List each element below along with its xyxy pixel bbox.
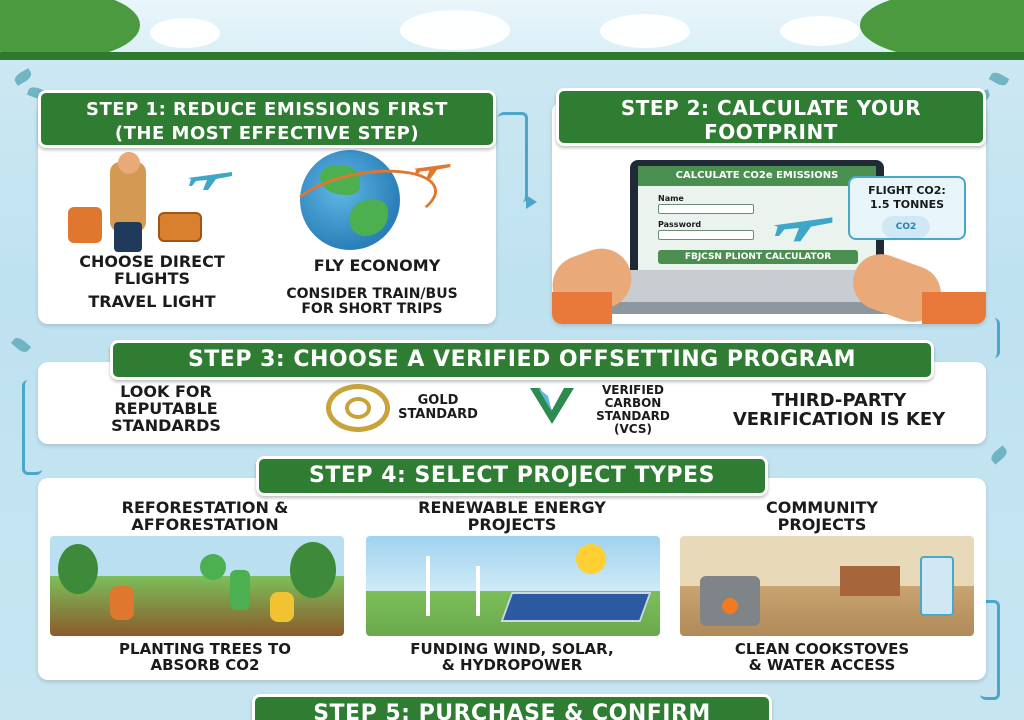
- password-label: Password: [658, 220, 702, 229]
- leaf-decor: [12, 68, 34, 86]
- name-field[interactable]: [658, 204, 754, 214]
- left-hill: [0, 0, 140, 60]
- flow-connector-2-3: [960, 318, 1000, 358]
- suitcase-icon: [68, 207, 102, 243]
- look-for-standards-label: LOOK FOR REPUTABLE STANDARDS: [111, 382, 221, 435]
- calculator-button[interactable]: FBJCSN PLIONT CALCULATOR: [658, 250, 858, 264]
- name-label: Name: [658, 194, 684, 203]
- step1-card: CHOOSE DIRECT FLIGHTS TRAVEL LIGHT FLY E…: [38, 102, 496, 324]
- cloud: [600, 14, 690, 48]
- renewable-energy-caption: FUNDING WIND, SOLAR, & HYDROPOWER: [410, 640, 614, 674]
- cloud: [150, 18, 220, 48]
- leaf-decor: [10, 335, 32, 355]
- step4-card: REFORESTATION & AFFORESTATION PLANTING T…: [38, 478, 986, 680]
- choose-direct-flights-label: CHOOSE DIRECT FLIGHTS: [79, 252, 225, 288]
- keyboard: [610, 270, 900, 302]
- laptop-base: [590, 300, 924, 314]
- flow-connector-1-2: [498, 112, 528, 202]
- community-caption: CLEAN COOKSTOVES & WATER ACCESS: [734, 640, 910, 674]
- airplane-icon: [413, 163, 451, 179]
- co2-cloud-icon: CO2: [882, 216, 930, 238]
- gold-standard-logo: [326, 384, 390, 432]
- leaf-decor: [988, 445, 1010, 465]
- suitcase-icon: [158, 212, 202, 242]
- password-field[interactable]: [658, 230, 754, 240]
- top-strip: [0, 52, 1024, 60]
- renewable-energy-title: RENEWABLE ENERGY PROJECTS: [418, 498, 606, 534]
- right-sleeve: [922, 292, 986, 324]
- step4-header: STEP 4: SELECT PROJECT TYPES: [256, 456, 768, 496]
- community-title: COMMUNITY PROJECTS: [765, 498, 879, 534]
- vcs-label: VERIFIED CARBON STANDARD (VCS): [596, 383, 670, 436]
- step2-header: STEP 2: CALCULATE YOUR FOOTPRINT: [556, 88, 986, 146]
- reforestation-scene: [50, 536, 344, 636]
- airplane-icon: [773, 217, 833, 242]
- reforestation-caption: PLANTING TREES TO ABSORB CO2: [119, 640, 291, 674]
- step1-header: STEP 1: REDUCE EMISSIONS FIRST (THE MOST…: [38, 90, 496, 148]
- screen-title: CALCULATE CO2e EMISSIONS: [638, 166, 876, 186]
- globe-icon: [300, 150, 400, 250]
- cloud: [400, 10, 510, 50]
- arrow-head: [526, 195, 537, 209]
- reforestation-title: REFORESTATION & AFFORESTATION: [121, 498, 289, 534]
- flow-connector-4-5: [980, 600, 1000, 700]
- third-party-verification-label: THIRD-PARTY VERIFICATION IS KEY: [732, 390, 946, 430]
- fly-economy-label: FLY ECONOMY: [313, 256, 441, 275]
- traveler-legs: [114, 222, 142, 252]
- traveler-head: [118, 152, 140, 174]
- right-hill: [860, 0, 1024, 60]
- step2-card: CALCULATE CO2e EMISSIONS Name Password F…: [544, 102, 986, 330]
- cloud: [780, 16, 860, 46]
- gold-standard-label: GOLD STANDARD: [398, 393, 478, 422]
- leaf-decor: [988, 70, 1010, 88]
- airplane-icon: [188, 172, 232, 190]
- travel-light-label: TRAVEL LIGHT: [88, 292, 216, 311]
- vcs-logo: [530, 388, 574, 424]
- step5-header: STEP 5: PURCHASE & CONFIRM: [252, 694, 772, 720]
- renewable-energy-scene: [366, 536, 660, 636]
- flight-co2-callout: FLIGHT CO2: 1.5 TONNES: [848, 176, 966, 240]
- top-banner: [0, 0, 1024, 60]
- left-sleeve: [552, 292, 612, 324]
- community-scene: [680, 536, 974, 636]
- consider-train-bus-label: CONSIDER TRAIN/BUS FOR SHORT TRIPS: [286, 286, 458, 317]
- flow-connector-3-4: [22, 380, 42, 475]
- step3-header: STEP 3: CHOOSE A VERIFIED OFFSETTING PRO…: [110, 340, 934, 380]
